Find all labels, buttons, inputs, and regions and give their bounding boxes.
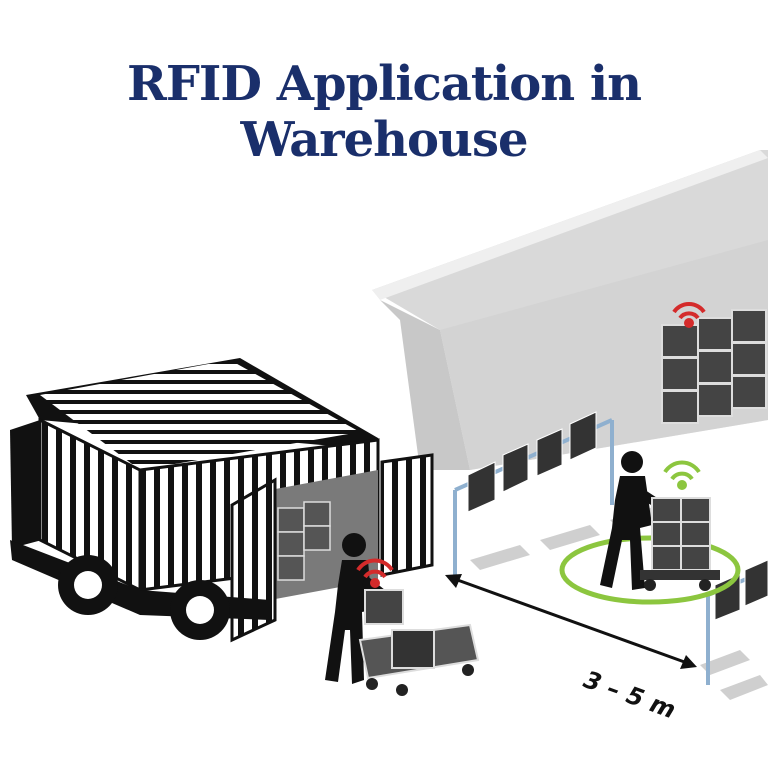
warehouse-wall	[372, 150, 768, 470]
hand-cart-front	[358, 589, 480, 696]
wifi-signal-icon-red-front	[356, 558, 394, 588]
wifi-signal-icon-green	[663, 460, 701, 490]
rfid-gate-left	[453, 411, 614, 575]
distance-label: 3 – 5 m	[580, 665, 679, 724]
title-line-2: Warehouse	[240, 112, 528, 168]
rfid-read-zone	[559, 535, 741, 605]
title-line-1: RFID Application in	[126, 56, 642, 112]
page-title: RFID Application in Warehouse	[0, 56, 768, 168]
truck-icon	[10, 358, 434, 643]
rfid-antenna-icon	[467, 411, 597, 513]
hand-cart-right	[640, 497, 720, 591]
stacked-boxes	[661, 309, 767, 424]
distance-arrow	[445, 574, 697, 669]
wifi-signal-icon-red-top	[672, 302, 706, 328]
